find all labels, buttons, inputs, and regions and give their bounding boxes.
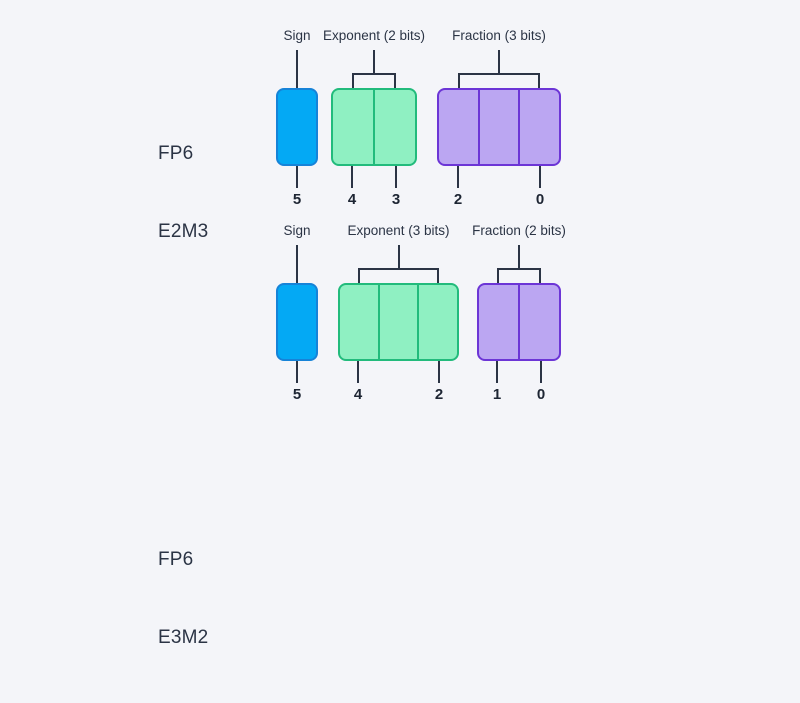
bit-tick-0 — [539, 166, 541, 188]
format-label-fp6-e3m2: FP6 E3M2 — [158, 495, 278, 703]
field-bracket-exponent — [352, 73, 396, 88]
bit-block-exponent — [338, 283, 459, 361]
bit-cell — [518, 285, 559, 359]
field-stem-exponent — [373, 50, 375, 73]
bit-index-label: 3 — [391, 191, 401, 208]
bit-index-label: 0 — [536, 386, 546, 403]
field-group-fraction: Fraction (3 bits) 2 0 — [437, 28, 561, 208]
field-stem-sign — [296, 50, 298, 88]
format-label-line2: E3M2 — [158, 627, 209, 648]
bit-cell — [373, 90, 415, 164]
field-caption-sign: Sign — [283, 223, 311, 238]
bit-cell — [417, 285, 457, 359]
field-caption-fraction: Fraction (2 bits) — [472, 223, 566, 238]
bit-tick-5 — [296, 166, 298, 188]
field-bracket-fraction — [497, 268, 541, 283]
field-stem-fraction — [518, 245, 520, 268]
bit-cell — [479, 285, 518, 359]
field-bracket-fraction — [458, 73, 540, 88]
format-row-fp6-e2m3: FP6 E2M3 Sign 5 Exponent (2 bits) 4 — [0, 0, 800, 242]
field-stem-exponent — [397, 245, 400, 268]
bit-cell — [377, 285, 418, 359]
bit-cell — [278, 285, 316, 359]
bit-tick-2 — [457, 166, 459, 188]
bit-block-fraction — [477, 283, 561, 361]
bit-block-sign — [276, 283, 318, 361]
bit-tick-4 — [357, 361, 359, 383]
bit-index-label: 0 — [535, 191, 545, 208]
fp6-bit-layout-diagram: FP6 E2M3 Sign 5 Exponent (2 bits) 4 — [0, 0, 800, 648]
field-group-sign: Sign 5 — [276, 28, 318, 208]
bit-index-label: 4 — [347, 191, 357, 208]
bit-block-fraction — [437, 88, 561, 166]
format-label-line1: FP6 — [158, 549, 194, 570]
bit-tick-5 — [296, 361, 298, 383]
bit-cell — [477, 90, 519, 164]
bit-cell — [518, 90, 559, 164]
field-group-fraction: Fraction (2 bits) 1 0 — [472, 223, 566, 403]
field-stem-fraction — [498, 50, 500, 73]
bit-tick-2 — [438, 361, 440, 383]
format-label-line2: E2M3 — [158, 221, 209, 242]
format-label-line1: FP6 — [158, 143, 194, 164]
format-label-fp6-e2m3: FP6 E2M3 — [158, 89, 278, 297]
field-group-sign: Sign 5 — [276, 223, 318, 403]
field-group-exponent: Exponent (2 bits) 4 3 — [323, 28, 425, 208]
field-caption-fraction: Fraction (3 bits) — [452, 28, 546, 43]
bit-tick-4 — [351, 166, 353, 188]
field-caption-exponent: Exponent (2 bits) — [322, 28, 426, 43]
bit-block-exponent — [331, 88, 417, 166]
bit-index-label: 1 — [492, 386, 502, 403]
bit-cell — [278, 90, 316, 164]
bit-cell — [340, 285, 378, 359]
bit-cell — [333, 90, 373, 164]
bit-index-label: 4 — [353, 386, 363, 403]
bit-index-label: 2 — [453, 191, 463, 208]
field-group-exponent: Exponent (3 bits) 4 2 — [338, 223, 459, 403]
field-caption-exponent: Exponent (3 bits) — [347, 223, 450, 238]
bit-index-label: 2 — [434, 386, 444, 403]
field-stem-sign — [296, 245, 298, 283]
bit-tick-1 — [496, 361, 498, 383]
bit-cell — [439, 90, 478, 164]
bit-index-label: 5 — [292, 386, 302, 403]
bit-index-label: 5 — [292, 191, 302, 208]
field-bracket-exponent — [358, 268, 439, 283]
bit-tick-0 — [540, 361, 542, 383]
bit-tick-3 — [395, 166, 397, 188]
bit-block-sign — [276, 88, 318, 166]
field-caption-sign: Sign — [283, 28, 311, 43]
format-row-fp6-e3m2: FP6 E3M2 Sign 5 Exponent (3 bits) — [0, 209, 800, 648]
